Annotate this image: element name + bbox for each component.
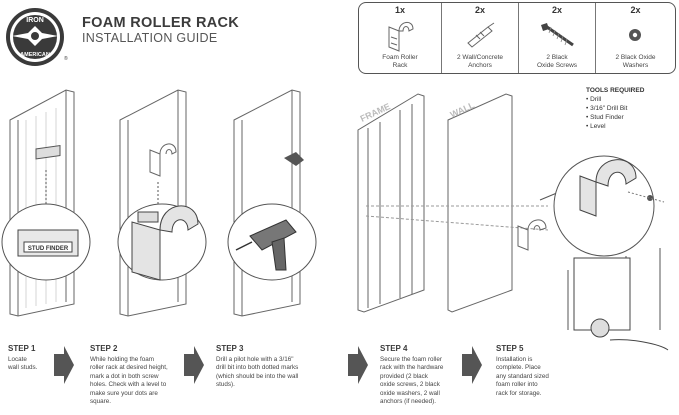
part-label: 2 Wall/Concrete Anchors bbox=[457, 54, 503, 69]
arrow-right-icon bbox=[462, 346, 482, 384]
part-screws: 2x 2 Black Oxide Screws bbox=[519, 3, 595, 73]
arrow-right-icon bbox=[348, 346, 368, 384]
step2-wall-illustration bbox=[117, 89, 207, 317]
tools-heading: TOOLS REQUIRED bbox=[586, 87, 645, 94]
arrow-right-icon bbox=[184, 346, 204, 384]
tool-item: • Drill bbox=[586, 96, 602, 103]
tool-item: • Stud Finder bbox=[586, 114, 624, 121]
step3-title: STEP 3 bbox=[216, 344, 244, 353]
part-qty: 2x bbox=[630, 5, 641, 15]
step1-wall-illustration: STUD FINDER bbox=[1, 89, 91, 317]
anchor-icon bbox=[467, 22, 495, 48]
part-label: 2 Black Oxide Screws bbox=[536, 54, 578, 69]
part-label: Foam Roller Rack bbox=[382, 54, 418, 69]
step4-text: Secure the foam roller rack with the har… bbox=[380, 356, 444, 406]
frame-label: FRAME bbox=[359, 101, 392, 124]
tools-required: TOOLS REQUIRED • Drill • 3/16" Drill Bit… bbox=[586, 86, 644, 131]
step2-title: STEP 2 bbox=[90, 344, 118, 353]
parts-list: 1x Foam Roller Rack 2x 2 Wall/Concrete A… bbox=[358, 2, 676, 74]
page-subtitle: INSTALLATION GUIDE bbox=[82, 31, 218, 45]
part-qty: 2x bbox=[551, 5, 562, 15]
step1-text: Locate wall studs. bbox=[8, 356, 38, 372]
registered-mark: ® bbox=[64, 56, 68, 62]
step2-text: While holding the foam roller rack at de… bbox=[90, 356, 168, 406]
arrow-right-icon bbox=[54, 346, 74, 384]
step3-wall-illustration bbox=[227, 89, 317, 317]
part-label: 2 Black Oxide Washers bbox=[615, 54, 656, 69]
step4-frame-wall-illustration: FRAME WALL bbox=[357, 93, 665, 313]
stud-finder-label: STUD FINDER bbox=[28, 246, 69, 252]
step4-title: STEP 4 bbox=[380, 344, 408, 353]
page-title: FOAM ROLLER RACK bbox=[82, 15, 240, 31]
part-rack: 1x Foam Roller Rack bbox=[359, 3, 441, 73]
wall-label: WALL bbox=[449, 100, 477, 120]
step5-title: STEP 5 bbox=[496, 344, 524, 353]
step3-text: Drill a pilot hole with a 3/16" drill bi… bbox=[216, 356, 299, 389]
washer-icon bbox=[629, 29, 641, 41]
rack-icon bbox=[388, 22, 414, 52]
installation-illustrations: STUD FINDER FRAME WALL bbox=[1, 89, 669, 351]
svg-text:AMERICAN: AMERICAN bbox=[20, 52, 50, 58]
part-washers: 2x 2 Black Oxide Washers bbox=[596, 3, 675, 73]
iron-american-logo: IRON AMERICAN bbox=[6, 8, 64, 66]
step1-title: STEP 1 bbox=[8, 344, 36, 353]
tool-item: • Level bbox=[586, 123, 606, 130]
tool-item: • 3/16" Drill Bit bbox=[586, 105, 628, 112]
svg-text:IRON: IRON bbox=[26, 17, 44, 24]
part-qty: 2x bbox=[474, 5, 485, 15]
step5-text: Installation is complete. Place any stan… bbox=[496, 356, 549, 397]
part-anchors: 2x 2 Wall/Concrete Anchors bbox=[442, 3, 518, 73]
part-qty: 1x bbox=[394, 5, 405, 15]
screw-icon bbox=[541, 23, 574, 47]
step5-roller-illustration bbox=[567, 248, 669, 351]
